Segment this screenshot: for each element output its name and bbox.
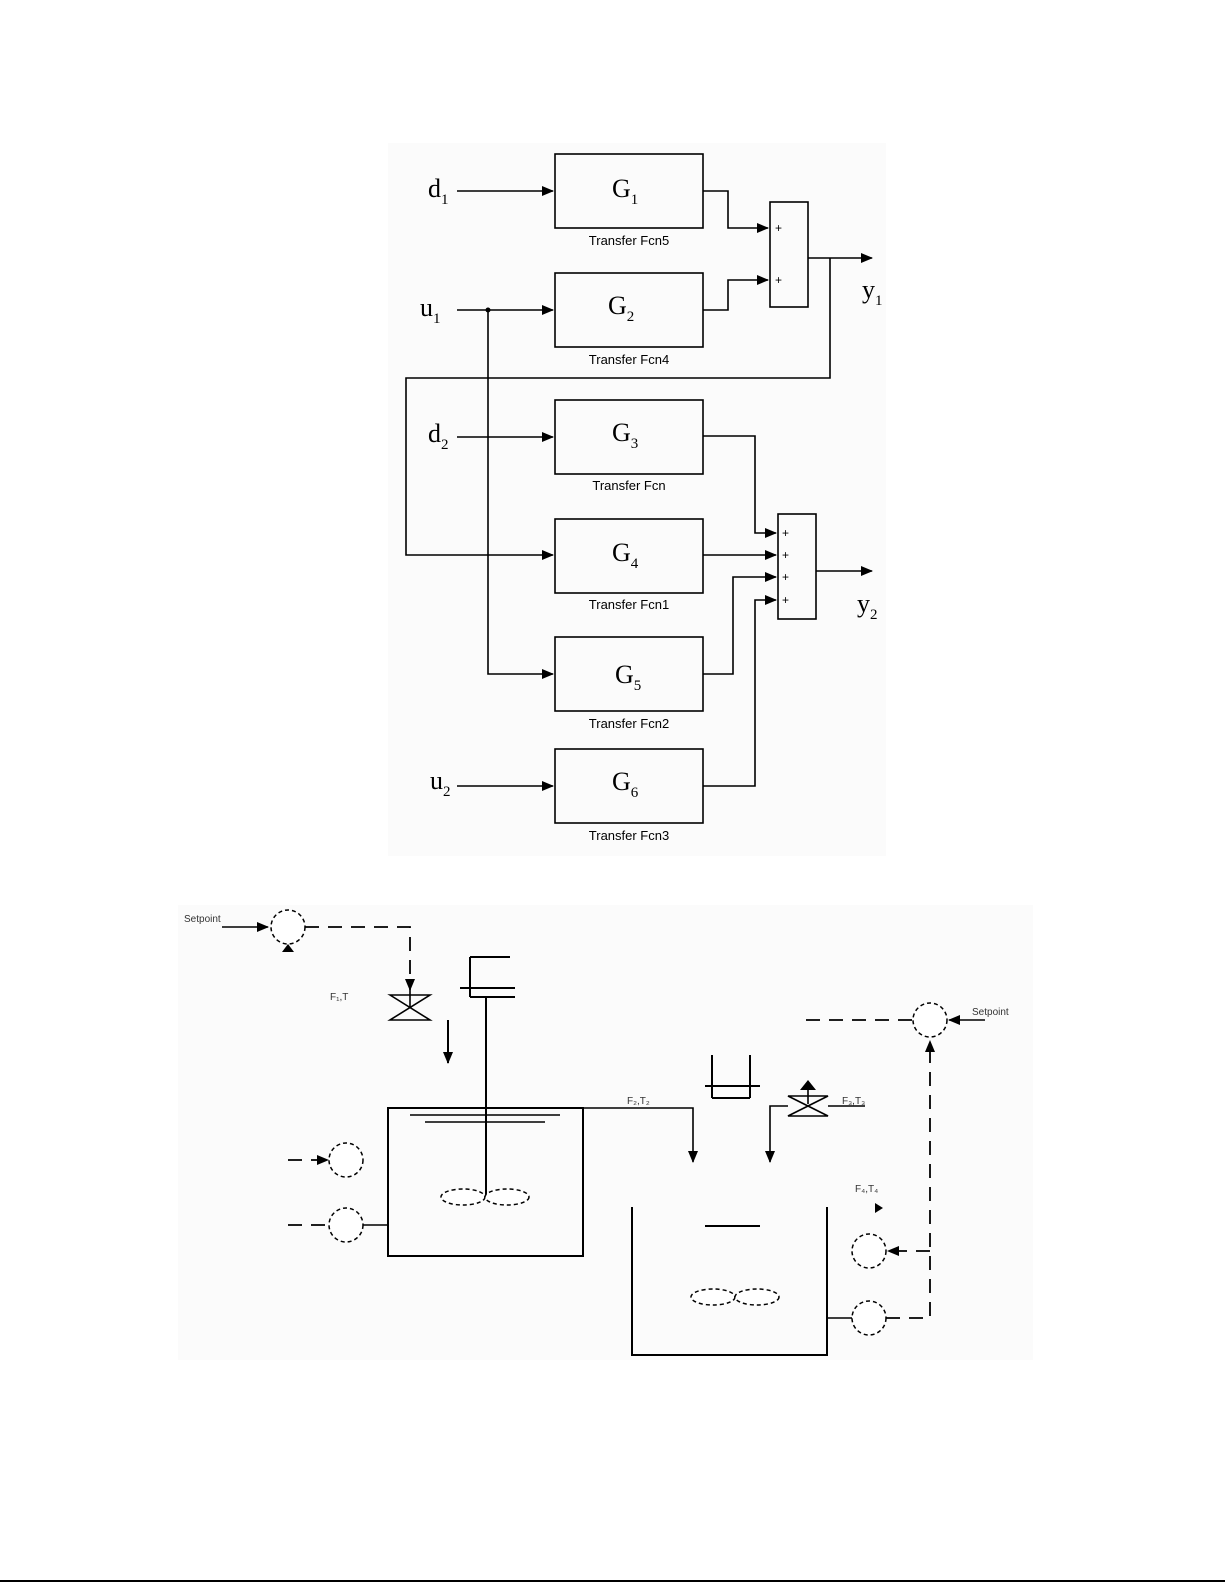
setpoint-left-label: Setpoint	[184, 914, 221, 925]
pipe-label: F₂,T₂	[627, 1096, 650, 1107]
controller-right-setpoint-icon	[913, 1003, 947, 1037]
setpoint-right-label: Setpoint	[972, 1007, 1009, 1018]
outflow-label: F₄,T₄	[855, 1184, 878, 1195]
controller-tank1-bottom-icon	[329, 1208, 363, 1242]
controller-tank2-bottom-icon	[852, 1301, 886, 1335]
controller-left-icon	[271, 910, 305, 944]
page-bottom-rule	[0, 1580, 1225, 1582]
process-background	[178, 905, 1033, 1360]
valve-left-label: F₁,T	[330, 992, 348, 1003]
controller-tank1-top-icon	[329, 1143, 363, 1177]
controller-tank2-top-icon	[852, 1234, 886, 1268]
